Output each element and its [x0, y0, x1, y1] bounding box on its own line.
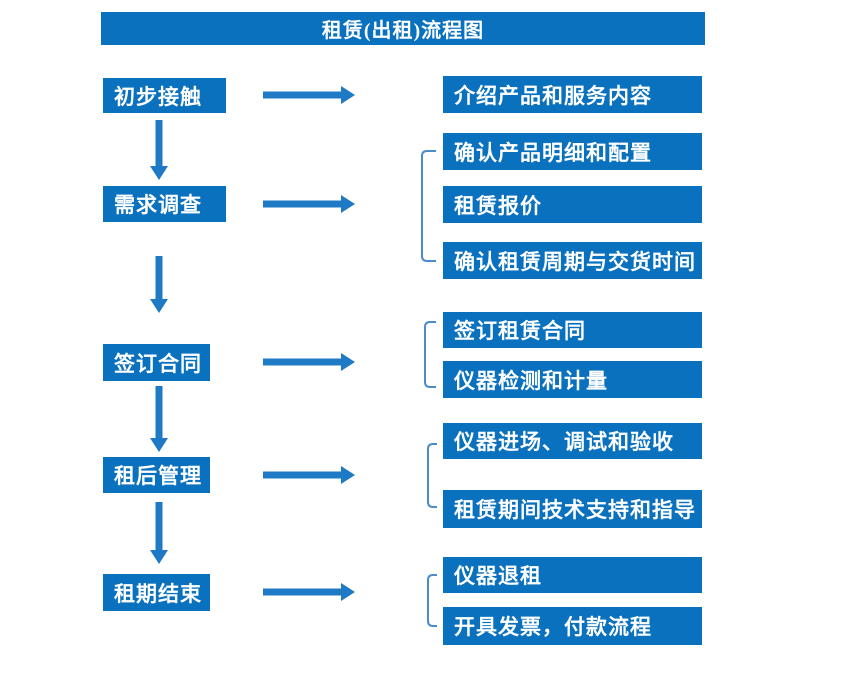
output-box-invoice-payment: 开具发票，付款流程	[443, 607, 702, 645]
right-arrow-step3	[263, 353, 355, 371]
down-arrow-step2-step3	[150, 256, 168, 313]
right-arrow-step4	[263, 466, 355, 484]
bracket-step4-outputs	[427, 443, 437, 508]
bracket-step3-outputs	[424, 321, 436, 388]
bracket-step2-outputs	[421, 150, 436, 262]
bracket-step5-outputs	[427, 574, 437, 627]
output-box-technical-support: 租赁期间技术支持和指导	[443, 490, 702, 528]
output-box-instrument-testing: 仪器检测和计量	[443, 361, 702, 398]
step-box-rental-end: 租期结束	[103, 574, 210, 611]
step-box-initial-contact: 初步接触	[103, 78, 226, 113]
down-arrow-step4-step5	[150, 502, 168, 564]
output-box-confirm-period-delivery: 确认租赁周期与交货时间	[443, 242, 702, 279]
diagram-title: 租赁(出租)流程图	[101, 12, 705, 45]
output-box-instrument-setup: 仪器进场、调试和验收	[443, 423, 702, 459]
output-box-sign-rental-contract: 签订租赁合同	[443, 312, 702, 348]
right-arrow-step2	[263, 195, 355, 213]
down-arrow-step1-step2	[150, 120, 168, 180]
step-box-post-rental-management: 租后管理	[103, 457, 210, 493]
output-box-introduce-products: 介绍产品和服务内容	[443, 76, 702, 113]
right-arrow-step5	[263, 583, 355, 601]
step-box-sign-contract: 签订合同	[103, 344, 210, 381]
output-box-confirm-details: 确认产品明细和配置	[443, 133, 702, 170]
output-box-rental-quote: 租赁报价	[443, 186, 702, 223]
step-box-demand-survey: 需求调查	[103, 186, 226, 222]
down-arrow-step3-step4	[150, 386, 168, 452]
right-arrow-step1	[263, 86, 355, 104]
output-box-instrument-return: 仪器退租	[443, 557, 702, 593]
